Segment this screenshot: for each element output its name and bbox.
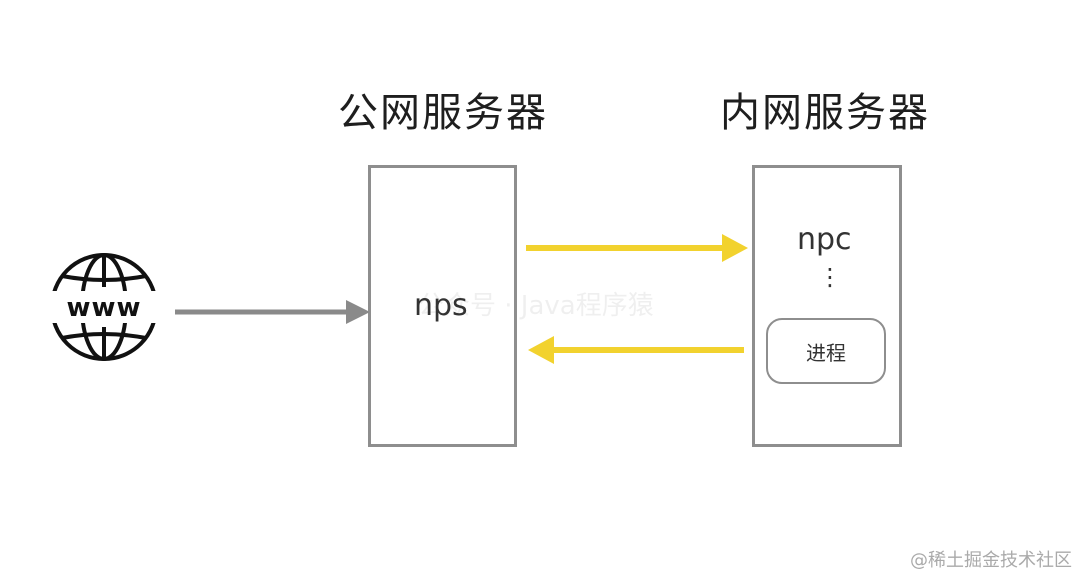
nps-label: nps <box>414 288 468 323</box>
watermark: 公众号 · Java程序猿 <box>418 291 654 321</box>
process-box: 进程 <box>766 318 886 384</box>
public-server-box <box>368 165 517 447</box>
npc-label: npc <box>797 222 852 257</box>
public-server-title: 公网服务器 <box>338 90 548 136</box>
private-server-title: 内网服务器 <box>720 90 930 136</box>
nps-to-npc-arrow <box>526 234 748 262</box>
www-text: www <box>66 293 141 323</box>
source-credit: @稀土掘金技术社区 <box>910 550 1072 571</box>
internet-to-nps-arrow <box>175 300 370 324</box>
npc-to-nps-arrow <box>528 336 744 364</box>
private-server-box <box>752 165 902 447</box>
process-label: 进程 <box>806 340 846 365</box>
globe-www-icon: www <box>44 253 164 361</box>
